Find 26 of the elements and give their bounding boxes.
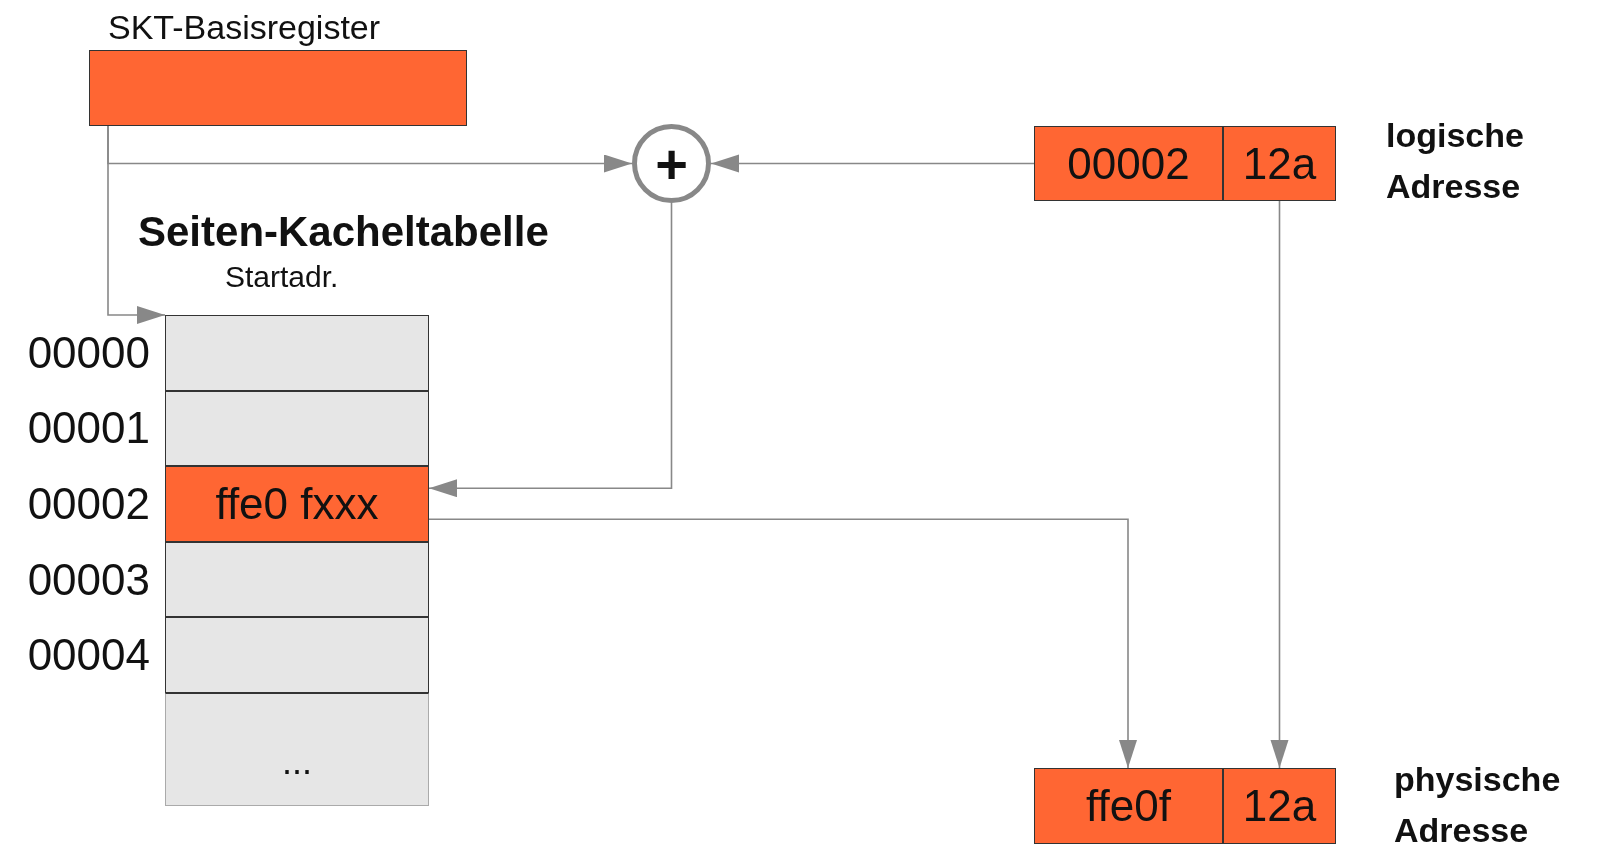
arrow xyxy=(428,518,1137,769)
arrow xyxy=(710,154,1035,173)
register-label: SKT-Basisregister xyxy=(108,8,381,47)
address-caption: logische Adresse xyxy=(1386,115,1525,207)
table-entry: ... xyxy=(165,693,429,806)
offset-field: 12a xyxy=(1223,768,1336,844)
offset-field: 12a xyxy=(1223,126,1336,201)
page-number-field: 00002 xyxy=(1034,126,1223,201)
row-index: 00004 xyxy=(26,629,150,682)
arrow xyxy=(107,125,166,324)
table-entry: ffe0 fxxx xyxy=(165,466,429,542)
row-index: 00001 xyxy=(26,402,150,455)
table-entry xyxy=(165,617,429,693)
frame-number-field: ffe0f xyxy=(1034,768,1223,844)
plus-sign: + xyxy=(655,135,688,192)
address-caption: physische Adresse xyxy=(1394,759,1562,847)
start-address-label: Startadr. xyxy=(225,260,339,294)
row-index: 00003 xyxy=(26,553,150,606)
table-entry xyxy=(165,315,429,391)
row-index: 00000 xyxy=(26,326,150,379)
arrow xyxy=(428,202,673,498)
table-entry xyxy=(165,541,429,618)
table-title: Seiten-Kacheltabelle xyxy=(138,208,549,256)
arrow xyxy=(1270,200,1289,769)
row-index: 00002 xyxy=(26,478,150,530)
table-entry xyxy=(165,390,429,467)
